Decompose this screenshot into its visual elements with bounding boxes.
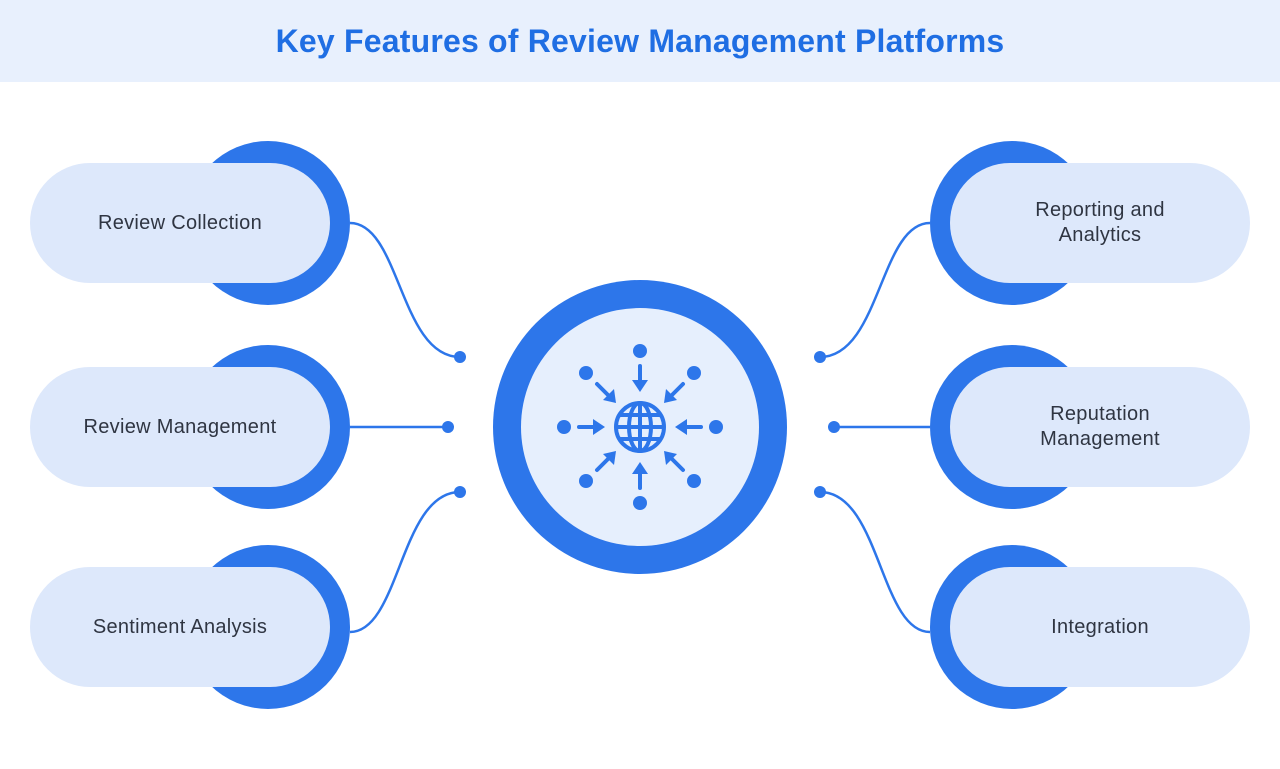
outer-dots bbox=[557, 344, 723, 510]
page-title: Key Features of Review Management Platfo… bbox=[275, 22, 1005, 59]
connector-dot bbox=[814, 351, 826, 363]
connector-dot bbox=[454, 351, 466, 363]
feature-node-left-3 bbox=[30, 486, 466, 709]
center-hub bbox=[493, 280, 787, 574]
feature-node-right-2 bbox=[828, 345, 1250, 509]
feature-label-reporting-analytics: Reporting and Analytics bbox=[1035, 199, 1165, 246]
feature-pill bbox=[950, 567, 1250, 687]
feature-label-reputation-management: Reputation Management bbox=[1040, 403, 1160, 450]
connector-line bbox=[819, 221, 931, 359]
connector-line bbox=[349, 221, 461, 359]
feature-node-left-2 bbox=[30, 345, 454, 509]
connector-line bbox=[819, 490, 931, 634]
feature-node-right-1 bbox=[814, 141, 1250, 363]
connector-dot bbox=[828, 421, 840, 433]
feature-pill bbox=[950, 163, 1250, 283]
feature-pill bbox=[30, 163, 330, 283]
feature-pill bbox=[950, 367, 1250, 487]
connector-dot bbox=[454, 486, 466, 498]
feature-pill bbox=[30, 367, 330, 487]
feature-label-review-management: Review Management bbox=[83, 415, 277, 438]
feature-label-integration: Integration bbox=[1051, 615, 1149, 638]
globe-with-inward-arrows-icon bbox=[557, 344, 723, 510]
feature-pill bbox=[30, 567, 330, 687]
header-banner: Key Features of Review Management Platfo… bbox=[0, 0, 1280, 82]
feature-node-left-1 bbox=[30, 141, 466, 363]
connector-dot bbox=[442, 421, 454, 433]
inward-arrows bbox=[577, 364, 703, 490]
feature-label-sentiment-analysis: Sentiment Analysis bbox=[92, 615, 268, 638]
connector-dot bbox=[814, 486, 826, 498]
feature-label-review-collection: Review Collection bbox=[97, 211, 263, 234]
connector-line bbox=[349, 490, 461, 634]
feature-node-right-3 bbox=[814, 486, 1250, 709]
globe-icon bbox=[614, 401, 666, 453]
